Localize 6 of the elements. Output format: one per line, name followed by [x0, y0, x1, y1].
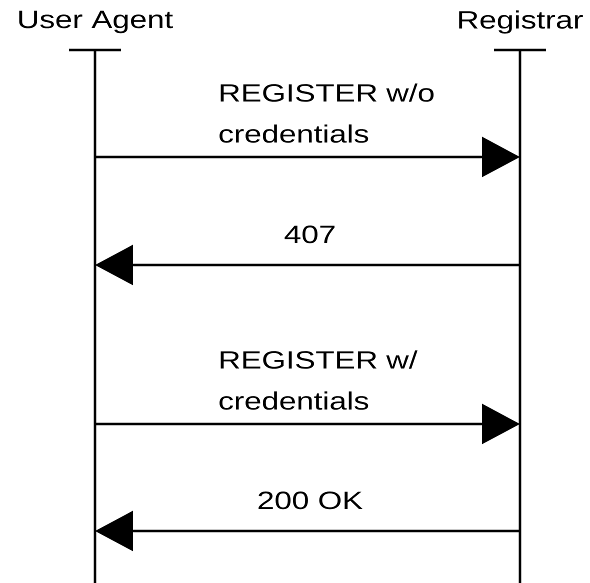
edge-label: 200 OK: [258, 492, 363, 510]
edge-label: REGISTER w/o credentials: [220, 83, 434, 143]
lifeline: User Agent: [19, 10, 173, 583]
edge-label: REGISTER w/ credentials: [220, 350, 418, 410]
edge-label: 407: [284, 226, 334, 244]
lifeline: Registrar: [459, 10, 583, 583]
